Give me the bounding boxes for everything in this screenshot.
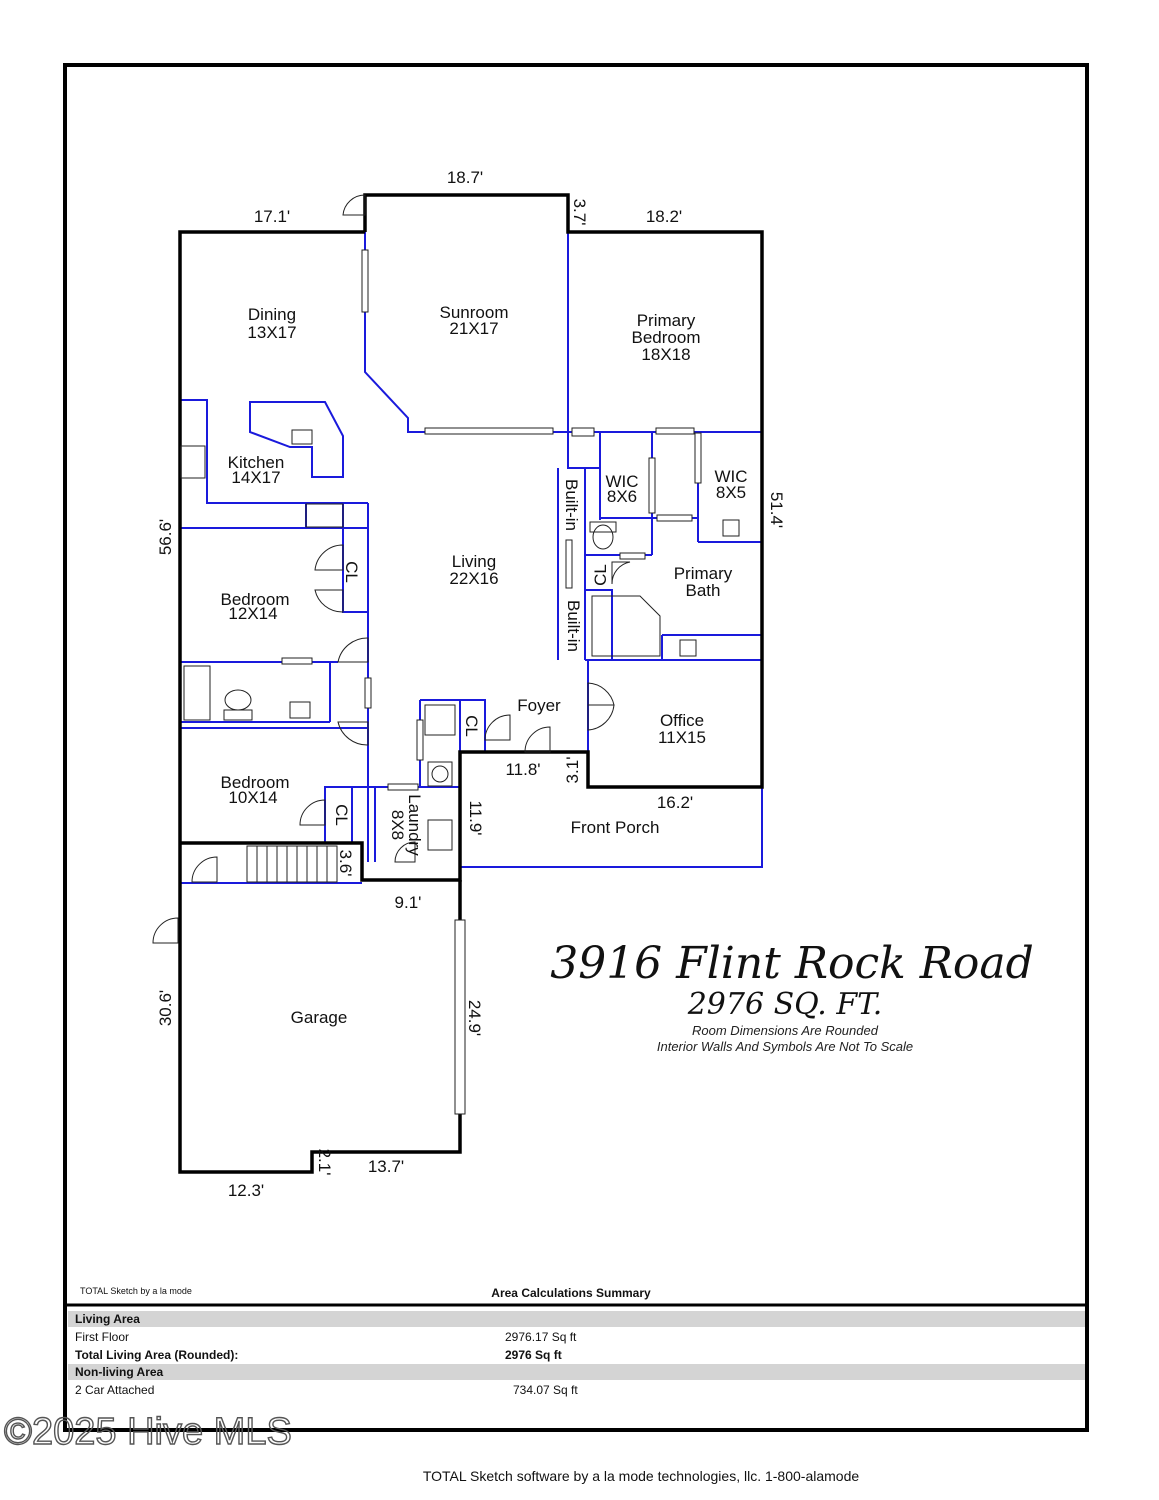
dimension-label: 30.6' <box>156 990 175 1026</box>
dimension-label: 24.9' <box>465 1000 484 1036</box>
address-title: 3916 Flint Rock Road <box>550 938 1034 989</box>
closet-label: CL <box>342 561 361 583</box>
room-bedroom2-size: 10X14 <box>228 788 277 807</box>
room-garage-name: Garage <box>291 1008 348 1027</box>
dimension-label: 56.6' <box>156 519 175 555</box>
room-sunroom-name: Sunroom <box>440 303 509 322</box>
room-primary-bath-size: Bath <box>686 581 721 600</box>
note-dimensions-rounded: Room Dimensions Are Rounded <box>692 1023 879 1038</box>
area-summary-table: Living Area First Floor 2976.17 Sq ft To… <box>68 1311 1085 1397</box>
room-bedroom2-name: Bedroom <box>221 773 290 792</box>
row-value: 2976.17 Sq ft <box>505 1330 577 1344</box>
row-value: 734.07 Sq ft <box>513 1383 578 1397</box>
room-foyer-name: Foyer <box>517 696 561 715</box>
room-living-size: 22X16 <box>449 569 498 588</box>
room-primary-bath-name: Primary <box>674 564 733 583</box>
dimension-label: 11.8' <box>505 760 540 779</box>
dimension-label: 3.1' <box>563 757 582 784</box>
room-wic1-name: WIC <box>605 472 638 491</box>
room-bedroom1-name: Bedroom <box>221 590 290 609</box>
dimension-label: 12.3' <box>228 1181 264 1200</box>
room-wic1-size: 8X6 <box>607 487 637 506</box>
row-value: 2976 Sq ft <box>505 1348 562 1362</box>
square-footage: 2976 SQ. FT. <box>687 987 883 1022</box>
room-office-name: Office <box>660 711 704 730</box>
dimension-label: 13.7' <box>368 1157 404 1176</box>
dimension-label: 51.4' <box>767 492 786 528</box>
note-not-to-scale: Interior Walls And Symbols Are Not To Sc… <box>657 1039 913 1054</box>
room-dining-size: 13X17 <box>247 323 296 342</box>
row-label: First Floor <box>75 1330 129 1344</box>
section-header-bg <box>68 1311 1085 1327</box>
dimension-label: 18.7' <box>447 168 483 187</box>
section-header-nonliving: Non-living Area <box>75 1365 164 1379</box>
exterior-walls <box>178 193 764 1174</box>
closet-label: CL <box>462 715 481 737</box>
room-primary-bedroom-name2: Bedroom <box>632 328 701 347</box>
dimension-label: 9.1' <box>395 893 422 912</box>
summary-title: Area Calculations Summary <box>491 1286 651 1300</box>
section-header-bg <box>68 1364 1085 1380</box>
row-label: 2 Car Attached <box>75 1383 154 1397</box>
room-sunroom-size: 21X17 <box>449 319 498 338</box>
floor-plan: Dining 13X17 Sunroom 21X17 Primary Bedro… <box>152 168 786 1200</box>
fixtures <box>152 194 740 1115</box>
room-living-name: Living <box>452 552 496 571</box>
room-labels: Dining 13X17 Sunroom 21X17 Primary Bedro… <box>221 303 748 1027</box>
dimension-label: 3.7' <box>570 199 589 226</box>
dimension-label: 18.2' <box>646 207 682 226</box>
room-wic2-size: 8X5 <box>716 483 746 502</box>
room-front-porch-name: Front Porch <box>571 818 660 837</box>
room-primary-bedroom-name: Primary <box>637 311 696 330</box>
room-laundry-name: Laundry <box>405 794 424 856</box>
room-office-size: 11X15 <box>658 728 706 747</box>
dimension-label: 3.6' <box>336 850 355 877</box>
room-kitchen-size: 14X17 <box>231 468 280 487</box>
room-dining-name: Dining <box>248 305 296 324</box>
section-header-living: Living Area <box>75 1312 140 1326</box>
room-bedroom1-size: 12X14 <box>228 604 277 623</box>
dimension-label: 11.9' <box>466 800 485 835</box>
room-kitchen-name: Kitchen <box>228 453 285 472</box>
closet-label: CL <box>332 804 351 826</box>
closet-label: CL <box>591 564 610 586</box>
page-frame <box>63 63 1089 1432</box>
watermark: ©2025 Hive MLS <box>4 1411 292 1453</box>
dimension-label: 17.1' <box>254 207 290 226</box>
row-label: Total Living Area (Rounded): <box>75 1348 238 1362</box>
dimension-label: 2.1' <box>315 1149 334 1176</box>
footer-credit: TOTAL Sketch software by a la mode techn… <box>423 1468 860 1484</box>
room-laundry-size: 8X8 <box>388 810 407 840</box>
builtin-label: Built-in <box>564 600 583 652</box>
room-wic2-name: WIC <box>714 467 747 486</box>
room-primary-bedroom-size: 18X18 <box>641 345 690 364</box>
dimension-labels: 18.7' 17.1' 3.7' 18.2' 56.6' 51.4' 11.8'… <box>156 168 786 1200</box>
builtin-label: Built-in <box>562 479 581 531</box>
stairs <box>246 845 338 883</box>
sketch-credit: TOTAL Sketch by a la mode <box>80 1286 192 1296</box>
dimension-label: 16.2' <box>657 793 693 812</box>
